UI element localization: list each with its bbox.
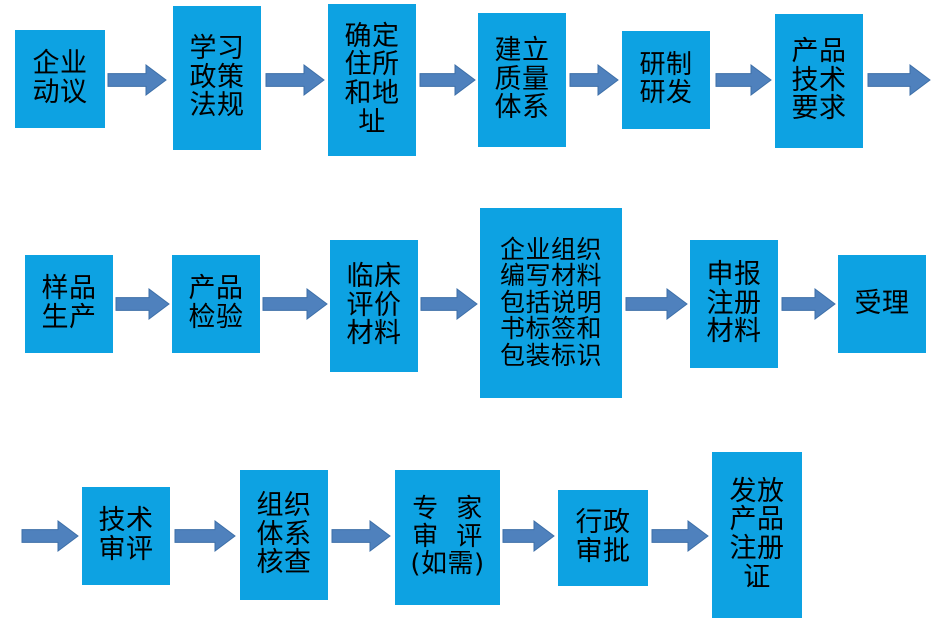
flow-node[interactable]: 临床评价材料 xyxy=(330,240,418,372)
flow-arrow-icon xyxy=(867,64,931,96)
flow-node-line: 技术 xyxy=(98,505,154,537)
flow-arrow-icon xyxy=(21,520,79,552)
flow-node-line: 申报 xyxy=(706,259,762,291)
flow-arrow-icon xyxy=(651,520,709,552)
flow-node-line: 住所 xyxy=(344,49,400,81)
flow-node-line: 材料 xyxy=(346,318,402,350)
flow-node-line: 审 评 xyxy=(412,521,483,552)
flow-node[interactable]: 行政审批 xyxy=(558,490,648,586)
flow-arrow-icon xyxy=(265,64,325,96)
flow-node[interactable]: 申报注册材料 xyxy=(690,240,778,368)
flow-node[interactable]: 建立质量体系 xyxy=(478,13,566,147)
flow-node-line: 包括说明 xyxy=(499,287,602,317)
flow-node-line: 产品 xyxy=(729,504,785,536)
flow-node[interactable]: 技术审评 xyxy=(82,487,170,585)
flow-node-line: (如需) xyxy=(410,549,485,580)
flow-arrow-icon xyxy=(715,64,772,96)
flow-node-line: 编写材料 xyxy=(499,261,602,291)
flow-node-line: 证 xyxy=(743,561,771,593)
flow-node-line: 确定 xyxy=(344,20,400,52)
flow-node-line: 注册 xyxy=(729,533,785,564)
flow-node-line: 产品 xyxy=(188,273,244,305)
flow-node-line: 行政 xyxy=(575,507,631,539)
flow-node-line: 企业组织 xyxy=(499,234,602,264)
flow-node-line: 检验 xyxy=(188,302,244,333)
flow-node-line: 组织 xyxy=(256,490,312,522)
flow-node-line: 受理 xyxy=(854,287,910,319)
flow-node-line: 要求 xyxy=(791,93,847,125)
flow-node-line: 专 家 xyxy=(412,494,483,525)
flow-node-line: 建立 xyxy=(494,35,550,67)
flow-arrow-icon xyxy=(115,288,170,320)
flow-node[interactable]: 学习政策法规 xyxy=(173,6,261,150)
flow-node[interactable]: 样品生产 xyxy=(25,255,113,353)
flow-node-line: 样品 xyxy=(41,273,97,305)
flow-node-line: 动议 xyxy=(32,77,88,108)
flow-node-line: 临床 xyxy=(346,261,402,293)
flow-node-line: 企业 xyxy=(32,48,88,80)
flow-node-line: 审评 xyxy=(98,534,154,565)
flow-node-line: 发放 xyxy=(729,475,785,507)
flow-node-line: 研发 xyxy=(639,78,693,108)
flow-node-line: 技术 xyxy=(791,64,847,96)
flow-node[interactable]: 专 家审 评(如需) xyxy=(395,470,500,605)
flow-arrow-icon xyxy=(107,64,167,96)
flow-node-line: 体系 xyxy=(256,518,312,550)
flow-node[interactable]: 组织体系核查 xyxy=(240,470,328,600)
flow-arrow-icon xyxy=(419,64,476,96)
flow-arrow-icon xyxy=(502,520,555,552)
flow-node-line: 书标签和 xyxy=(499,314,602,344)
flow-node[interactable]: 受理 xyxy=(838,255,926,353)
flow-node-line: 体系 xyxy=(494,92,550,124)
flow-arrow-icon xyxy=(781,288,836,320)
flow-node-line: 研制 xyxy=(639,50,693,81)
flow-node-line: 生产 xyxy=(41,302,97,333)
flow-arrow-icon xyxy=(420,288,478,320)
flow-node-line: 材料 xyxy=(706,316,762,348)
flow-node[interactable]: 企业动议 xyxy=(15,30,105,128)
flow-node-line: 注册 xyxy=(706,287,762,319)
flow-node[interactable]: 研制研发 xyxy=(622,31,710,129)
flow-node[interactable]: 产品检验 xyxy=(172,255,260,353)
flow-arrow-icon xyxy=(625,288,688,320)
flow-node[interactable]: 发放产品注册证 xyxy=(712,452,802,618)
flow-node-line: 学习 xyxy=(189,33,245,65)
flow-node[interactable]: 确定住所和地址 xyxy=(328,4,416,156)
flow-arrow-icon xyxy=(262,288,328,320)
flow-arrow-icon xyxy=(569,64,619,96)
flow-node-line: 址 xyxy=(358,106,386,138)
flow-node-line: 包装标识 xyxy=(499,340,602,370)
flow-node-line: 评价 xyxy=(346,289,402,321)
flow-node[interactable]: 企业组织编写材料包括说明书标签和包装标识 xyxy=(480,208,622,398)
flow-node-line: 政策 xyxy=(189,61,245,93)
flow-node-line: 法规 xyxy=(189,90,245,122)
flow-arrow-icon xyxy=(174,520,236,552)
flow-node-line: 核查 xyxy=(256,547,312,579)
flow-node[interactable]: 产品技术要求 xyxy=(775,14,863,148)
flow-arrow-icon xyxy=(331,520,391,552)
flow-node-line: 和地 xyxy=(344,78,400,109)
flow-node-line: 质量 xyxy=(494,63,550,95)
flow-node-line: 审批 xyxy=(575,536,631,567)
flow-node-line: 产品 xyxy=(791,36,847,68)
